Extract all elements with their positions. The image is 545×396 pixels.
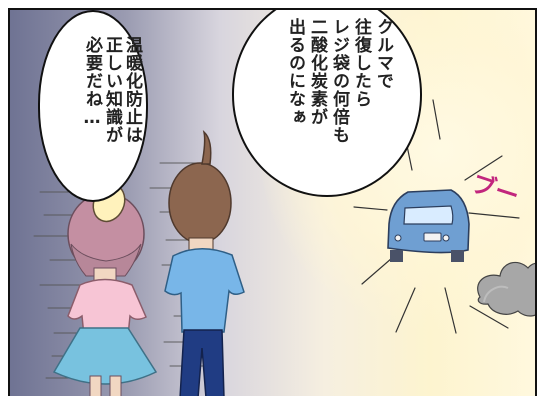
bubble-left-line-1: 温暖化防止は (122, 36, 142, 144)
boy-figure (164, 129, 245, 396)
bubble-right-line-3: レジ袋の何倍も (329, 18, 349, 144)
bubble-right-line-4: 二酸化炭素が (307, 18, 327, 126)
girl-figure (52, 183, 158, 396)
comic-panel: 温暖化防止は 正しい知識が 必要だね… クルマで 往復したら レジ袋の何倍も 二… (8, 8, 537, 396)
bubble-right-line-5: 出るのになぁ (285, 18, 305, 126)
bubble-left-line-2: 正しい知識が (102, 36, 122, 144)
speech-bubble-right: クルマで 往復したら レジ袋の何倍も 二酸化炭素が 出るのになぁ (232, 10, 422, 197)
bubble-left-text: 温暖化防止は 正しい知識が 必要だね… (72, 36, 142, 186)
car-icon (387, 189, 470, 262)
bubble-right-line-2: 往復したら (351, 18, 371, 108)
speech-bubble-left: 温暖化防止は 正しい知識が 必要だね… (38, 10, 148, 202)
exhaust-cloud-icon (477, 261, 535, 317)
bubble-right-text: クルマで 往復したら レジ袋の何倍も 二酸化炭素が 出るのになぁ (274, 18, 394, 193)
bubble-right-line-1: クルマで (373, 18, 393, 90)
bubble-left-line-3: 必要だね… (82, 36, 102, 129)
